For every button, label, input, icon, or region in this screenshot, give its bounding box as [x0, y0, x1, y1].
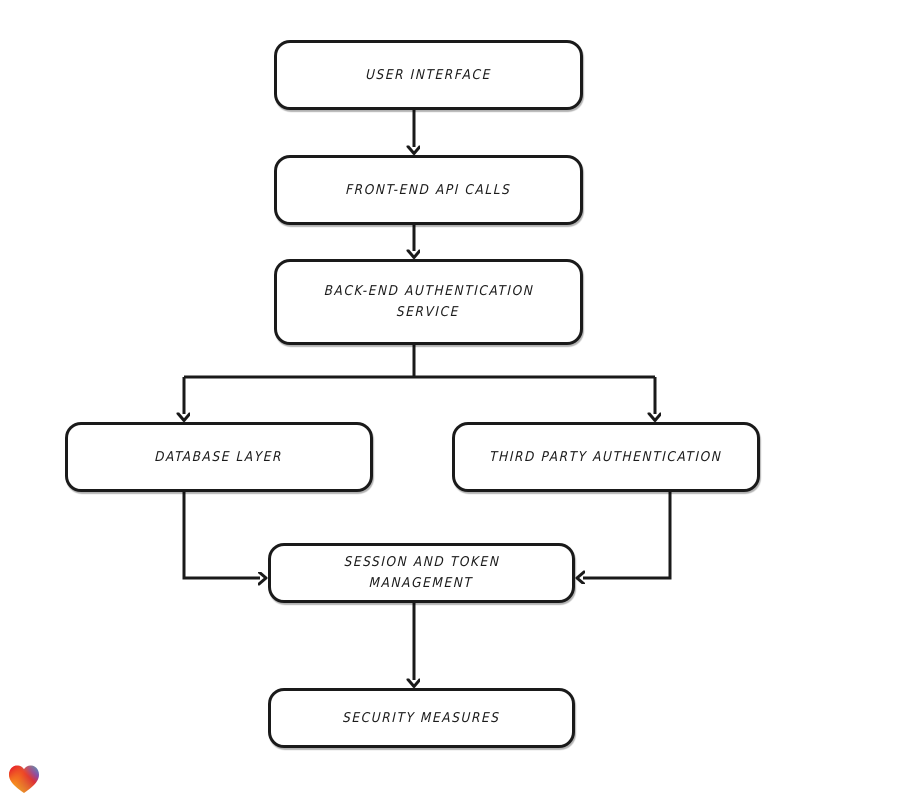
edge-third-party-to-session	[583, 492, 672, 578]
node-security-measures[interactable]: Security Measures	[268, 688, 575, 748]
node-database-layer-label: Database Layer	[154, 448, 284, 465]
heart-icon	[9, 765, 39, 793]
edge-database-to-session	[182, 492, 260, 578]
node-third-party-authentication-label: Third Party Authentication	[489, 448, 723, 465]
node-front-end-api-calls[interactable]: Front-End API Calls	[274, 155, 583, 225]
edge-backend-split-bus	[184, 345, 655, 379]
node-security-measures-label: Security Measures	[342, 709, 501, 726]
node-session-and-token-management[interactable]: Session and Token Management	[268, 543, 575, 603]
node-back-end-authentication-service[interactable]: Back-End Authentication Service	[274, 259, 583, 345]
node-user-interface-label: User Interface	[365, 66, 492, 83]
node-third-party-authentication[interactable]: Third Party Authentication	[452, 422, 760, 492]
node-back-end-authentication-service-label: Back-End Authentication Service	[323, 283, 535, 320]
node-session-and-token-management-label: Session and Token Management	[343, 554, 501, 591]
node-database-layer[interactable]: Database Layer	[65, 422, 373, 492]
node-front-end-api-calls-label: Front-End API Calls	[345, 181, 512, 198]
node-user-interface[interactable]: User Interface	[274, 40, 583, 110]
